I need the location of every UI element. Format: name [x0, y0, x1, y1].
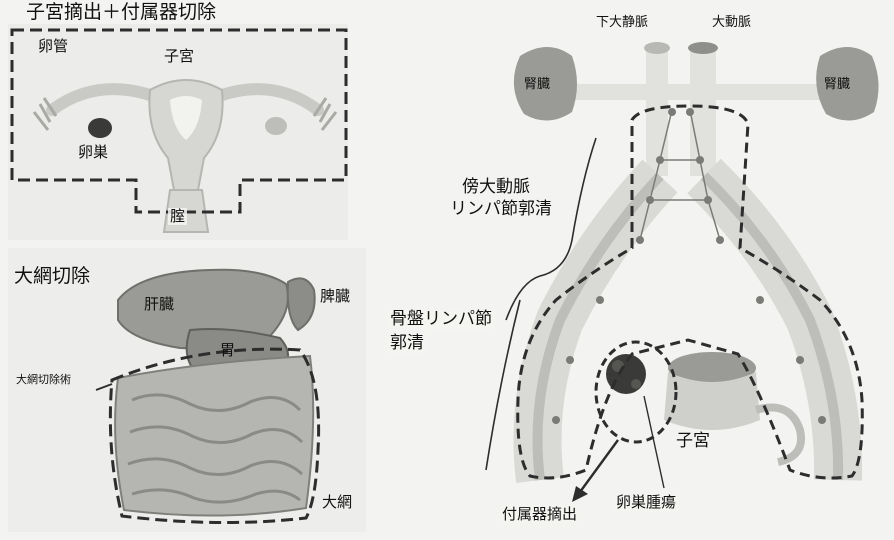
right-adnexa	[756, 408, 801, 463]
left-ovary	[88, 118, 112, 138]
ivc-top	[644, 42, 670, 54]
label-pelvic-line1: 骨盤リンパ節	[388, 310, 494, 330]
aorta-top	[688, 42, 718, 54]
label-pelvic-line2: 郭清	[388, 334, 426, 354]
hysterectomy-title: 子宮摘出＋付属器切除	[26, 2, 216, 24]
label-paraaortic-line1: 傍大動脈	[462, 178, 530, 198]
label-ivc: 下大静脈	[596, 16, 648, 31]
label-ovary: 卵巣	[78, 144, 108, 161]
label-aorta: 大動脈	[712, 16, 751, 31]
adnexa-arrow-head	[572, 486, 588, 502]
label-ovarian-tumor: 卵巣腫瘍	[614, 494, 678, 511]
lymph-illustration	[514, 42, 879, 480]
label-kidney-right: 腎臓	[824, 78, 850, 93]
omentectomy-title: 大網切除	[14, 266, 90, 288]
label-pelvic-uterus: 子宮	[676, 432, 710, 452]
label-stomach: 胃	[220, 342, 235, 359]
adnexa-arrow-line	[580, 440, 618, 492]
label-uterus: 子宮	[164, 48, 194, 65]
label-vagina: 腟	[168, 208, 187, 225]
aorta-vessel	[690, 46, 716, 176]
label-adnexa-removal: 付属器摘出	[500, 506, 579, 523]
label-omentectomy-side: 大網切除術	[16, 374, 71, 387]
label-liver: 肝臓	[144, 296, 174, 313]
right-ovary	[265, 117, 287, 135]
label-spleen: 脾臓	[320, 288, 350, 305]
label-omentum: 大網	[322, 494, 352, 511]
label-paraaortic-line2: リンパ節郭清	[450, 200, 552, 220]
label-kidney-left: 腎臓	[524, 78, 550, 93]
label-fallopian-tube: 卵管	[38, 38, 68, 55]
tumor-pointer	[644, 396, 664, 488]
